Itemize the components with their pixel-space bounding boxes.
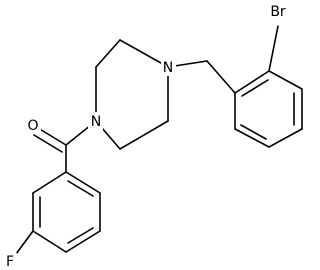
fring-bond-4: [32, 230, 67, 253]
bond-c3-c4: [119, 120, 169, 150]
ring-double-3: [240, 124, 267, 140]
bond-c2-n1: [119, 39, 169, 68]
ring-bond-5: [234, 128, 270, 148]
atom-n4-label: N: [91, 114, 101, 130]
carbonyl-group: [33, 120, 97, 173]
atom-labels: N N O Br F: [3, 2, 291, 270]
fring-bond-6: [32, 171, 67, 194]
fring-double-2: [67, 227, 94, 244]
fring-double-1: [67, 180, 94, 197]
ring-bond-1: [234, 70, 270, 94]
bond-c5-c2: [95, 39, 121, 68]
bond-ring-f: [15, 230, 34, 255]
bond-co-1: [37, 127, 67, 146]
atom-br-label: Br: [270, 4, 286, 20]
bond-co-2: [33, 134, 63, 153]
ring-double-1: [241, 79, 269, 97]
fring-bond-1: [65, 171, 101, 194]
ring-bond-4: [268, 128, 303, 148]
atom-f-label: F: [6, 254, 14, 270]
bond-ch2-ring: [206, 60, 236, 94]
fring-bond-3: [65, 230, 101, 253]
atom-n1-label: N: [163, 60, 173, 76]
molecule-diagram: N N O Br F: [3, 2, 303, 270]
piperazine-ring: [95, 39, 169, 150]
bromobenzyl-group: [167, 25, 303, 148]
ring-bond-2: [268, 70, 303, 90]
fluorophenyl-ring: [15, 171, 101, 255]
structure-canvas: N N O Br F: [3, 2, 303, 270]
atom-o-label: O: [27, 118, 38, 134]
bond-ring-br: [268, 25, 279, 72]
